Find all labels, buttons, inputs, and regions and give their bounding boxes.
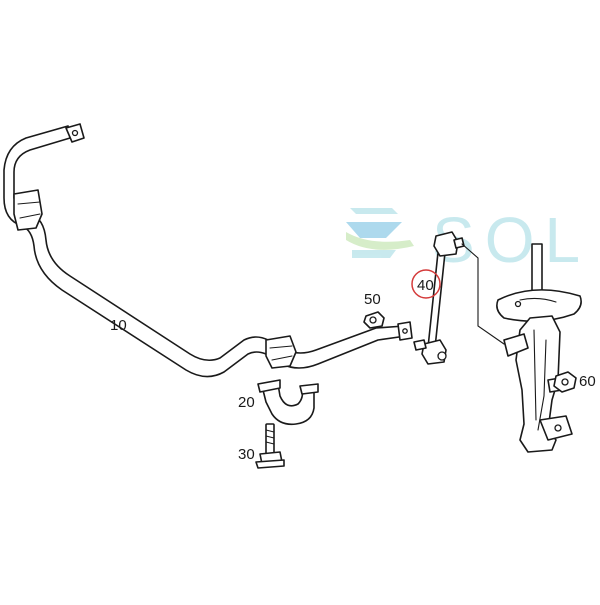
callout-30: 30 xyxy=(238,446,255,463)
callout-40: 40 xyxy=(417,277,434,294)
nut-strut-hole xyxy=(561,378,569,386)
link-bottom-stud xyxy=(413,339,427,351)
leader-lines xyxy=(461,243,505,345)
callout-50: 50 xyxy=(364,291,381,308)
nut-small-hole xyxy=(369,316,377,324)
bolt xyxy=(255,423,285,469)
strut-seat-hole xyxy=(514,300,522,308)
watermark-mark-top xyxy=(350,208,398,214)
link-bottom-nut xyxy=(437,351,447,361)
watermark-mark-mid xyxy=(346,222,402,238)
callout-10: 10 xyxy=(110,317,127,334)
strut-piston-rod xyxy=(531,243,543,297)
bushing-bracket-flange xyxy=(257,379,281,393)
link-top-stud xyxy=(453,237,465,249)
bar-bushing-right-detail xyxy=(269,345,293,361)
nut-strut xyxy=(553,371,577,393)
bushing-bracket-flange-right xyxy=(299,383,319,395)
bolt-washer xyxy=(255,459,285,469)
stabilizer-link xyxy=(413,231,465,365)
strut-seat-inner xyxy=(519,297,557,303)
bar-bushing-left-detail xyxy=(17,201,41,219)
watermark-mark-bottom xyxy=(352,250,396,258)
strut-assembly xyxy=(496,243,582,453)
stabilizer-bar xyxy=(3,123,413,378)
strut-spring-seat xyxy=(496,289,582,322)
stabilizer-bar-end-hole-left xyxy=(71,129,79,137)
watermark-logo: SOL xyxy=(346,204,580,276)
highlight-circle xyxy=(411,269,441,299)
bolt-shank xyxy=(265,423,275,455)
link-rod xyxy=(427,253,446,347)
bar-bushing-right xyxy=(265,335,297,369)
strut-body-detail xyxy=(533,329,547,431)
bushing-bracket xyxy=(257,379,319,426)
callout-60: 60 xyxy=(579,373,596,390)
bar-bushing-left xyxy=(13,189,43,231)
callout-20: 20 xyxy=(238,394,255,411)
nut-small xyxy=(363,311,385,329)
watermark-mark-arc xyxy=(346,232,414,250)
strut-knuckle-hole xyxy=(554,424,562,432)
bolt-thread xyxy=(265,429,275,445)
link-top-joint xyxy=(433,231,459,257)
stabilizer-bar-end-hole-right xyxy=(402,328,408,334)
leader-link-to-strut xyxy=(461,243,505,345)
strut-link-bracket xyxy=(503,333,529,357)
stabilizer-bar-body xyxy=(3,125,407,378)
